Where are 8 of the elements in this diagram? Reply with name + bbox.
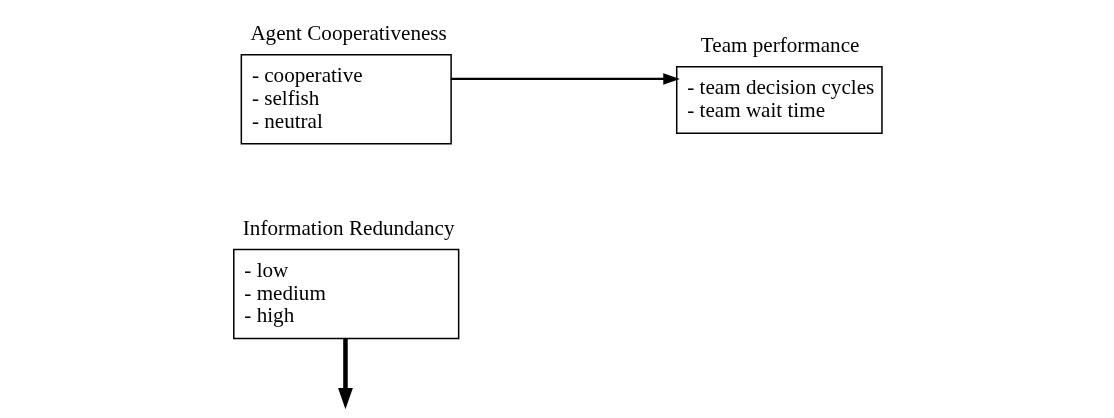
arrow xyxy=(337,339,353,410)
arrow xyxy=(450,73,680,85)
node-label: Information Redundancy xyxy=(242,215,454,240)
node-box: - team decision cycles - team wait time xyxy=(675,66,883,135)
node-box: - low - medium - high xyxy=(232,248,459,340)
node-box: - cooperative - selfish - neutral xyxy=(240,54,452,145)
node-label: Agent Cooperativeness xyxy=(249,21,447,46)
node-label: Team performance xyxy=(700,33,859,58)
